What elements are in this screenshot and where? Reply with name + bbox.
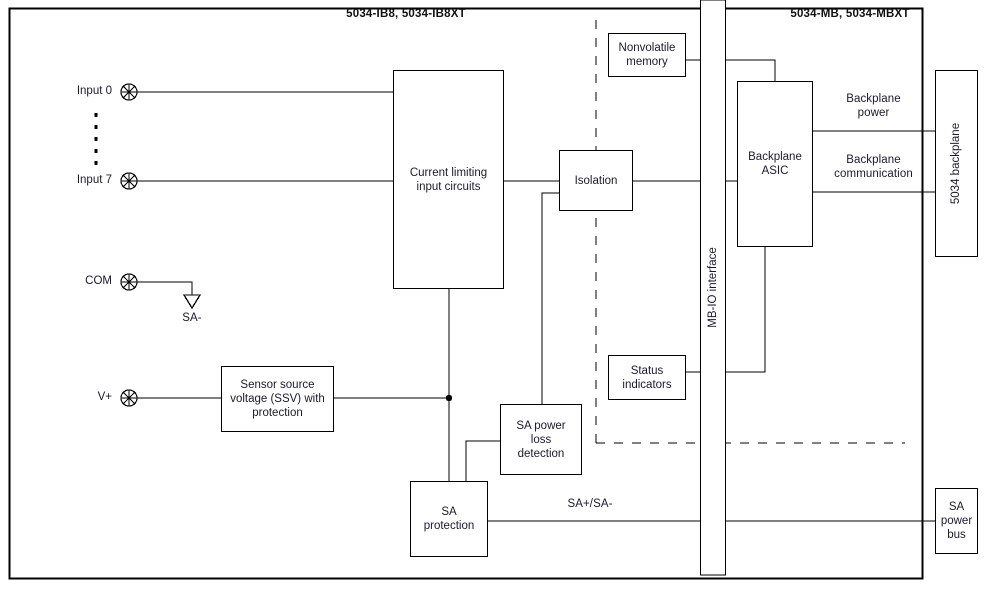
- screw-terminal-icon-vplus: [120, 389, 138, 407]
- block-label-sa-protection: SA protection: [423, 506, 475, 532]
- block-label-nonvolatile-memory: Nonvolatile memory: [618, 42, 676, 68]
- wire-sa-loss-to-sa-protection: [465, 440, 500, 490]
- terminal-label-com: COM: [85, 275, 112, 287]
- block-sa-power-loss-detection: [499, 403, 583, 476]
- block-nonvolatile-memory: [607, 32, 687, 78]
- backplane-text: 5034 backplane: [950, 122, 962, 205]
- block-label-sensor-source-voltage: Sensor source voltage (SSV) with protect…: [230, 379, 325, 419]
- block-isolation: [558, 149, 634, 212]
- signal-label-sa-pair: SA+/SA-: [567, 498, 613, 510]
- block-backplane-asic: [736, 80, 814, 248]
- block-label-sa-power-bus: SA power bus: [940, 501, 973, 541]
- signal-label-backplane-power: Backplane power: [846, 93, 901, 119]
- block-label-backplane-asic: Backplane ASIC: [748, 151, 802, 177]
- module-outline: [8, 7, 924, 580]
- ground-label-sa-minus: SA-: [182, 312, 202, 324]
- block-label-current-limiting: Current limiting input circuits: [409, 166, 488, 193]
- block-label-5034-backplane: 5034 backplane: [936, 71, 977, 256]
- wire-status-to-mbio: [685, 247, 766, 373]
- block-current-limiting: [392, 69, 505, 290]
- wire-mbio-to-asic-top: [725, 59, 776, 81]
- block-label-status-indicators: Status indicators: [622, 364, 672, 391]
- terminal-label-vplus: V+: [97, 391, 112, 403]
- title-right-module: 5034-MB, 5034-MBXT: [790, 8, 910, 20]
- signal-label-backplane-communication: Backplane communication: [834, 154, 913, 180]
- wire-com-to-ground: [137, 281, 193, 295]
- block-sa-power-bus: [934, 487, 979, 555]
- screw-terminal-icon-input0: [120, 83, 138, 101]
- block-label-mb-io-interface: MB-IO interface: [701, 180, 725, 395]
- block-sensor-source-voltage: [220, 365, 335, 433]
- terminal-label-input0: Input 0: [76, 85, 112, 97]
- terminal-label-input7: Input 7: [76, 174, 112, 186]
- screw-terminal-icon-input7: [120, 172, 138, 190]
- wire-isolation-to-sa-loss: [541, 192, 559, 404]
- block-sa-protection: [409, 480, 489, 558]
- block-label-isolation: Isolation: [574, 174, 618, 187]
- junction-dot-ssv: [445, 394, 453, 402]
- block-status-indicators: [607, 354, 687, 401]
- screw-terminal-icon-com: [120, 273, 138, 291]
- block-label-sa-power-loss-detection: SA power loss detection: [516, 419, 566, 460]
- mb-io-interface-text: MB-IO interface: [706, 247, 719, 328]
- title-left-module: 5034-IB8, 5034-IB8XT: [346, 8, 466, 20]
- ground-triangle-icon: [182, 294, 202, 310]
